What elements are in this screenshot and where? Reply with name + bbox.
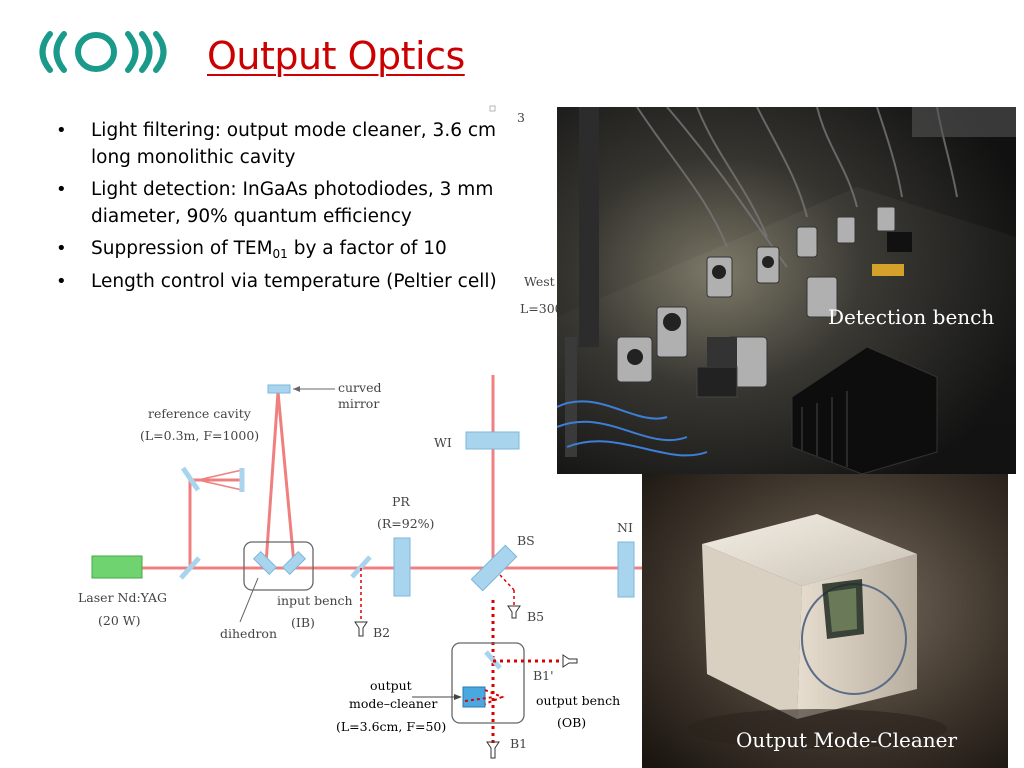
output-mode-cleaner-label: Output Mode-Cleaner <box>736 728 958 752</box>
wi-mirror <box>465 431 520 450</box>
bullet-item: Suppression of TEM01 by a factor of 10 <box>54 236 504 263</box>
pointer-line <box>239 577 259 623</box>
output-bench <box>451 642 525 724</box>
reference-cavity-params: (L=0.3m, F=1000) <box>140 428 259 443</box>
bullet-text: Light filtering: output mode cleaner, 3.… <box>91 120 497 168</box>
pickoff-mirror <box>350 555 372 579</box>
ni-label: NI <box>617 520 633 535</box>
dihedron-label: dihedron <box>220 626 277 641</box>
pr-params: (R=92%) <box>377 516 434 531</box>
wi-label: WI <box>434 435 452 450</box>
arrowhead <box>454 694 462 700</box>
bullet-text: Suppression of TEM <box>91 238 273 259</box>
bullet-item: Length control via temperature (Peltier … <box>54 269 504 296</box>
b1-label: B1 <box>510 736 527 751</box>
b1-photodiode-icon <box>486 741 500 759</box>
bullet-item: Light filtering: output mode cleaner, 3.… <box>54 118 504 171</box>
omc-label: mode–cleaner <box>349 696 437 711</box>
omc-params: (L=3.6cm, F=50) <box>336 719 446 734</box>
b5-photodiode-icon <box>507 605 521 619</box>
curved-mirror-label: mirror <box>338 396 379 411</box>
reference-cavity-label: reference cavity <box>148 406 252 421</box>
slide-title: Output Optics <box>207 34 465 78</box>
bullet-list: Light filtering: output mode cleaner, 3.… <box>54 118 504 301</box>
ref-cavity-mirror <box>180 466 201 492</box>
output-bench-label: output bench <box>536 693 620 708</box>
laser-beam <box>142 375 645 570</box>
laser-power: (20 W) <box>98 613 140 628</box>
bullet-item: Light detection: InGaAs photodiodes, 3 m… <box>54 177 504 230</box>
detection-bench-label: Detection bench <box>828 305 995 329</box>
omc-path <box>484 689 505 705</box>
b2-label: B2 <box>373 625 390 640</box>
west-length-label: L=300 <box>520 301 563 316</box>
detection-bench-photo: Detection bench <box>557 107 1016 474</box>
west-label: West <box>524 274 555 289</box>
omc-block <box>462 686 486 708</box>
partial-marker <box>489 105 496 112</box>
output-bench-abbr: (OB) <box>557 715 586 730</box>
laser-label: Laser Nd:YAG <box>78 590 167 605</box>
curved-mirror-label: curved <box>338 380 382 395</box>
output-mode-cleaner-photo: Output Mode-Cleaner <box>642 474 1008 768</box>
b1p-photodiode-icon <box>562 654 578 668</box>
pr-mirror <box>393 537 411 597</box>
partial-label: 3 <box>517 110 525 125</box>
b5-beam <box>499 574 515 591</box>
optical-layout-diagram: curved mirror reference cavity (L=0.3m, … <box>78 105 645 759</box>
ni-mirror <box>617 541 635 598</box>
bullet-text: by a factor of 10 <box>287 238 447 259</box>
pr-label: PR <box>392 494 410 509</box>
beam-splitter <box>470 544 518 592</box>
curved-mirror <box>267 384 291 394</box>
b2-photodiode-icon <box>354 621 368 637</box>
steering-mirror <box>179 556 201 580</box>
virgo-logo <box>39 31 167 73</box>
b5-label: B5 <box>527 609 544 624</box>
bullet-subscript: 01 <box>272 247 288 261</box>
bullet-text: Length control via temperature (Peltier … <box>91 270 497 292</box>
input-bench-abbr: (IB) <box>291 615 315 630</box>
input-bench <box>243 541 314 591</box>
bullet-text: Light detection: InGaAs photodiodes, 3 m… <box>91 179 494 227</box>
laser-box <box>91 555 143 579</box>
omc-path <box>464 696 495 702</box>
bs-label: BS <box>517 533 535 548</box>
omc-label: output <box>370 678 412 693</box>
b1-prime-label: B1' <box>533 668 554 683</box>
input-bench-label: input bench <box>277 593 353 608</box>
arrowhead <box>293 386 300 392</box>
dihedron-mirror <box>252 550 278 576</box>
dihedron-mirror <box>281 550 307 576</box>
